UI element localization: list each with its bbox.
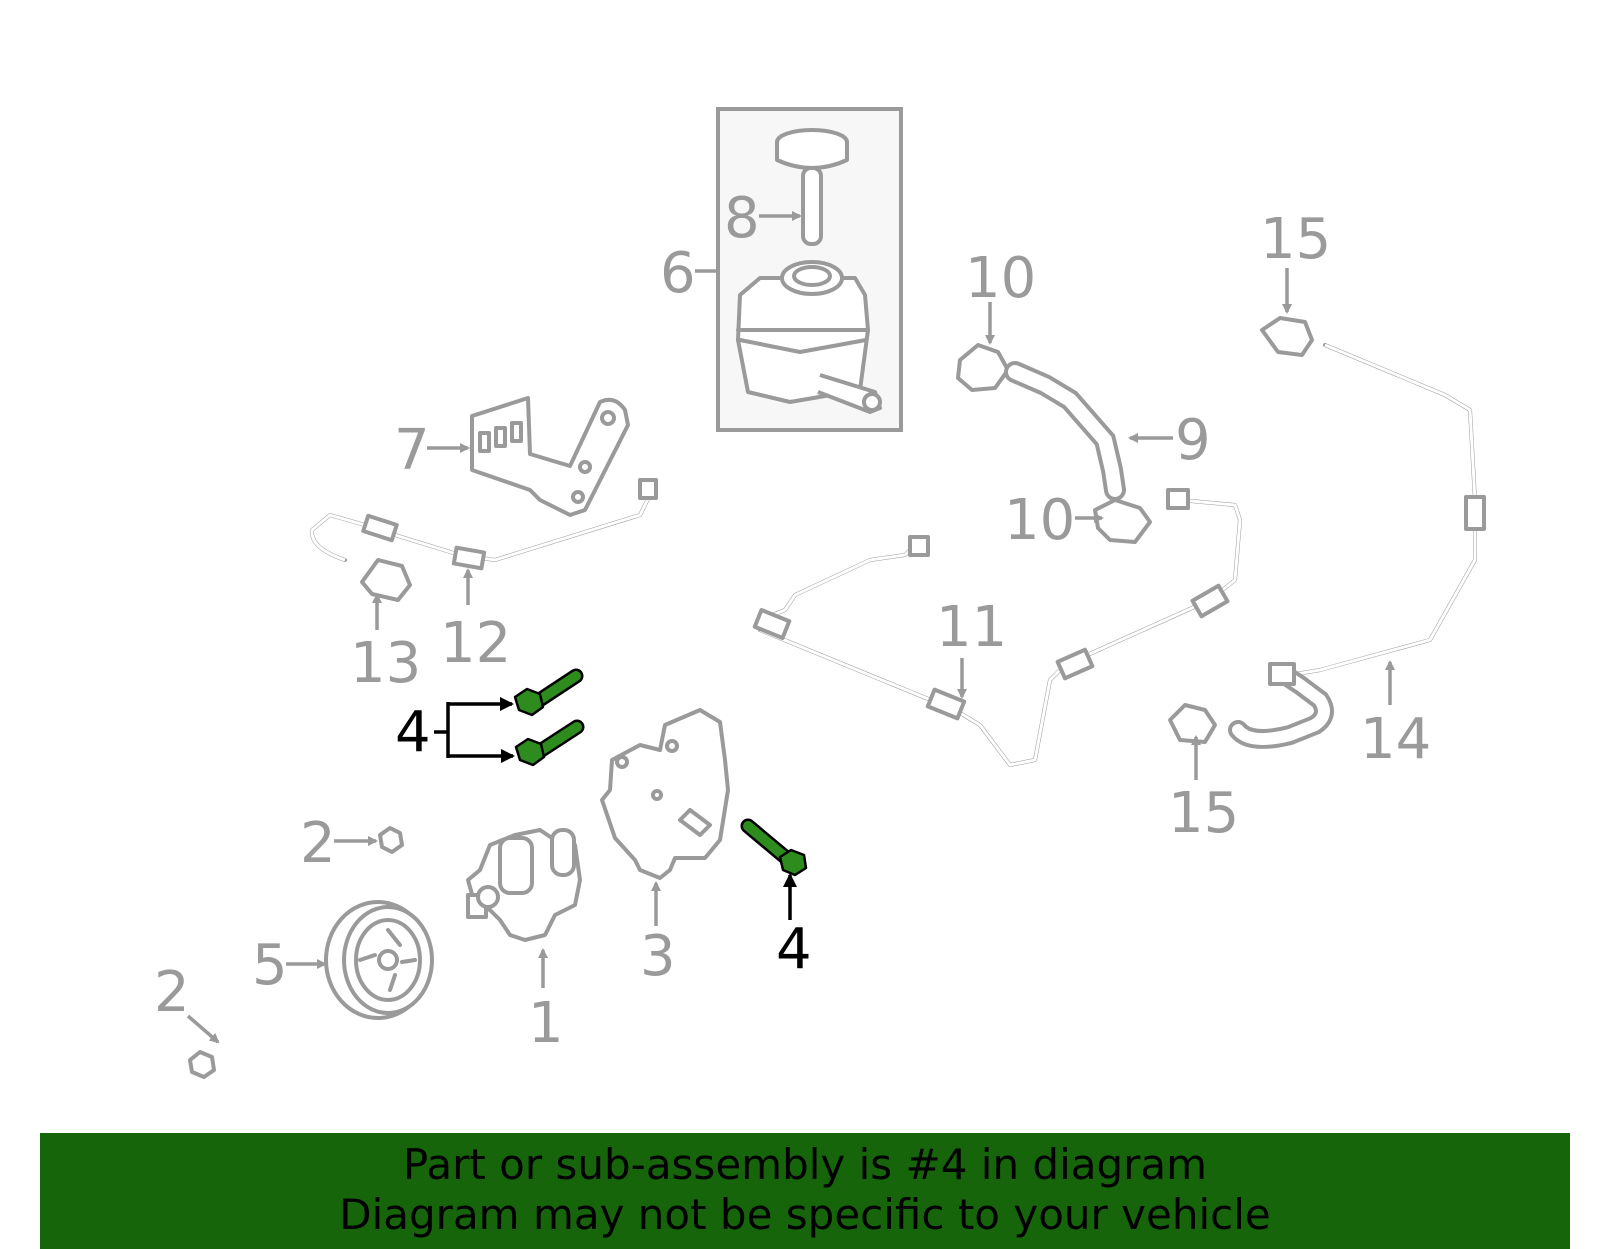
callout-2-lower: 2: [154, 960, 190, 1025]
callout-15-upper: 15: [1260, 207, 1331, 272]
callout-4-left: 4: [395, 700, 431, 765]
return-line: [752, 488, 1242, 767]
callout-6: 6: [660, 241, 696, 306]
pump-bracket: [600, 708, 730, 880]
banner-line-2: Diagram may not be specific to your vehi…: [339, 1190, 1271, 1239]
pressure-line: [309, 478, 658, 571]
bracket: [470, 396, 630, 517]
pump-pulley: [324, 900, 434, 1020]
hose-clamps-15: [1168, 316, 1314, 744]
callout-12: 12: [440, 611, 511, 676]
bolt-4-lower[interactable]: [740, 818, 808, 877]
bolt-2-upper: [378, 792, 475, 854]
bolt-4-upper[interactable]: [513, 668, 584, 717]
leader-arrows-highlighted: [434, 697, 797, 920]
callout-10-upper: 10: [965, 246, 1036, 311]
callout-8: 8: [724, 186, 760, 251]
hose-clamp-13: [360, 558, 412, 602]
info-banner: Part or sub-assembly is #4 in diagram Di…: [40, 1133, 1570, 1249]
reservoir-assembly: [716, 107, 903, 432]
cooler-line: [1228, 343, 1486, 749]
callout-3: 3: [640, 924, 676, 989]
banner-line-1: Part or sub-assembly is #4 in diagram: [402, 1140, 1208, 1189]
bolt-4-middle[interactable]: [514, 719, 585, 767]
callout-13: 13: [350, 631, 421, 696]
callout-2-upper: 2: [300, 811, 336, 876]
callout-1: 1: [528, 991, 564, 1056]
reservoir-cap: [775, 128, 849, 246]
hose-clamps-10: [956, 343, 1152, 544]
power-steering-pump: [466, 828, 582, 942]
callout-11: 11: [936, 595, 1007, 660]
callout-5: 5: [252, 933, 288, 998]
callout-4-lower: 4: [776, 917, 812, 982]
callout-labels: 1 2 2 3 4 4 5 6 8 7 9 10 10 11 12 13 14 …: [154, 186, 1431, 1056]
callout-14: 14: [1360, 707, 1431, 772]
callout-7: 7: [394, 418, 430, 483]
leader-arrows: [186, 211, 1395, 1044]
callout-15-lower: 15: [1168, 781, 1239, 846]
reservoir-tank: [736, 260, 882, 414]
bolt-2-lower: [188, 1017, 286, 1079]
callout-9: 9: [1175, 408, 1211, 473]
callout-10-lower: 10: [1004, 488, 1075, 553]
